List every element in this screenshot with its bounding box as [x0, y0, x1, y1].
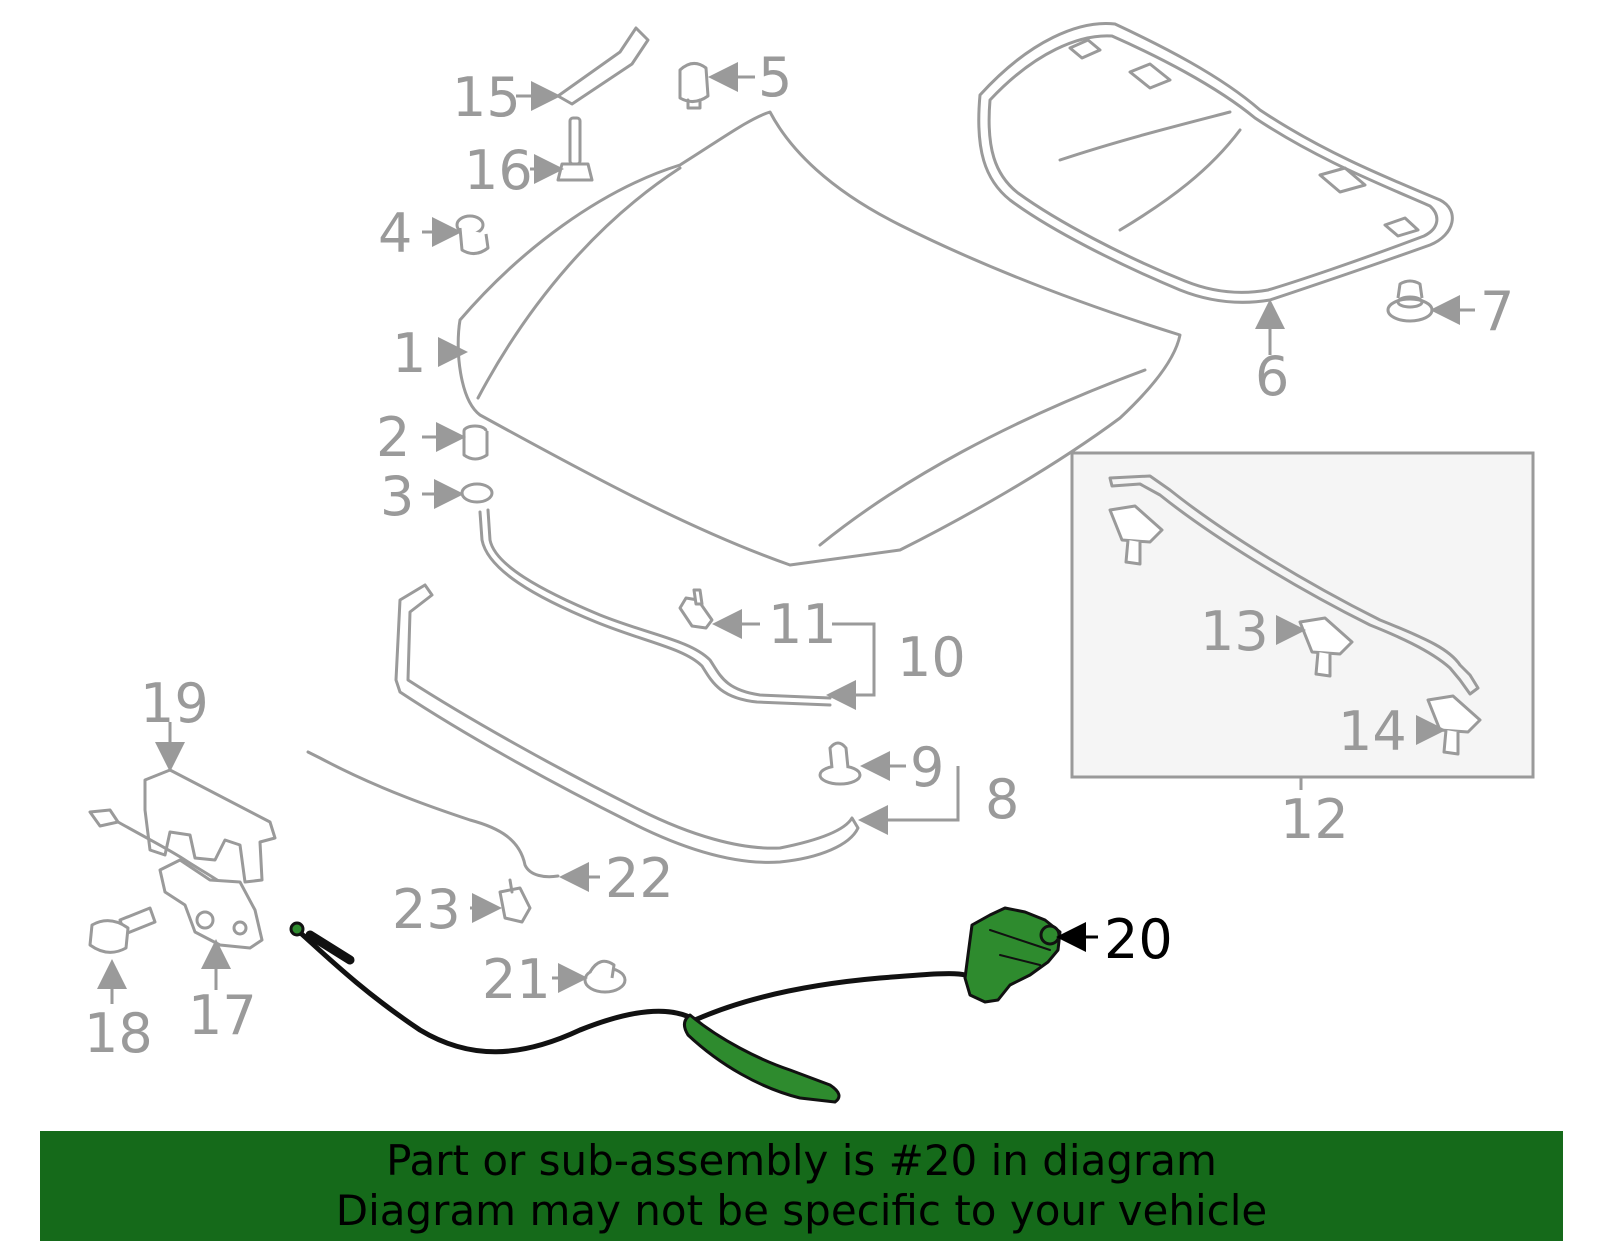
callout-11: 11: [768, 593, 837, 656]
callout-8: 8: [985, 768, 1019, 831]
leader-lines: [97, 62, 1475, 1004]
release-cable-sheath: [683, 1013, 841, 1104]
part-notice-banner: Part or sub-assembly is #20 in diagram D…: [40, 1131, 1563, 1241]
hood-insulator: [977, 22, 1454, 304]
prop-rod-holder-13: [1298, 616, 1354, 678]
callout-9: 9: [910, 736, 944, 799]
hood-plug: [455, 214, 490, 255]
banner-line-disclaimer: Diagram may not be specific to your vehi…: [335, 1186, 1268, 1235]
seal-clip: [678, 588, 714, 630]
callout-14: 14: [1338, 700, 1407, 763]
callout-2: 2: [376, 406, 410, 469]
release-cable-main: [292, 925, 968, 1055]
release-cable-housing: [305, 930, 355, 965]
hinge-bracket: [556, 26, 650, 106]
callout-12: 12: [1280, 788, 1349, 851]
callout-4: 4: [378, 202, 412, 265]
callout-7: 7: [1480, 280, 1514, 343]
hinge-bolt: [556, 116, 594, 182]
molding-pin: [818, 741, 862, 786]
callout-18: 18: [84, 1002, 153, 1065]
callout-3: 3: [380, 465, 414, 528]
banner-line-part: Part or sub-assembly is #20 in diagram: [386, 1136, 1217, 1185]
callout-16: 16: [464, 139, 533, 202]
callout-15: 15: [452, 66, 521, 129]
callout-6: 6: [1255, 345, 1289, 408]
callout-1: 1: [392, 322, 426, 385]
cable-clip: [498, 878, 532, 924]
callout-labels: 1 2 3 4 5 6 7 8 9 10 11 12 13 14 15 16 1…: [84, 46, 1514, 1065]
hood-bumper: [462, 424, 489, 461]
latch-cover: [143, 768, 277, 884]
hood-cap: [678, 62, 710, 110]
o-ring: [460, 482, 494, 504]
hood-release-assembly: [289, 906, 1062, 1104]
prop-rod: [1108, 474, 1480, 696]
cable-end-fitting: [289, 921, 305, 937]
cable-grommet: [583, 959, 627, 994]
callout-19: 19: [140, 672, 209, 735]
release-cable-front: [306, 750, 560, 879]
callout-21: 21: [482, 948, 551, 1011]
callout-22: 22: [605, 847, 674, 910]
release-handle: [963, 906, 1062, 1004]
prop-rod-inset: [1070, 451, 1535, 790]
callout-20: 20: [1104, 908, 1173, 971]
insulator-clip: [1386, 279, 1434, 323]
hood-panel: [456, 110, 1182, 567]
hood-seal: [478, 508, 832, 707]
latch-bolt: [88, 906, 157, 954]
callout-23: 23: [392, 878, 461, 941]
callout-10: 10: [897, 626, 966, 689]
hood-latch: [88, 808, 264, 950]
callout-17: 17: [188, 984, 257, 1047]
front-molding: [394, 583, 860, 864]
callout-5: 5: [758, 46, 792, 109]
callout-13: 13: [1200, 600, 1269, 663]
prop-rod-grommet: [1108, 504, 1164, 566]
